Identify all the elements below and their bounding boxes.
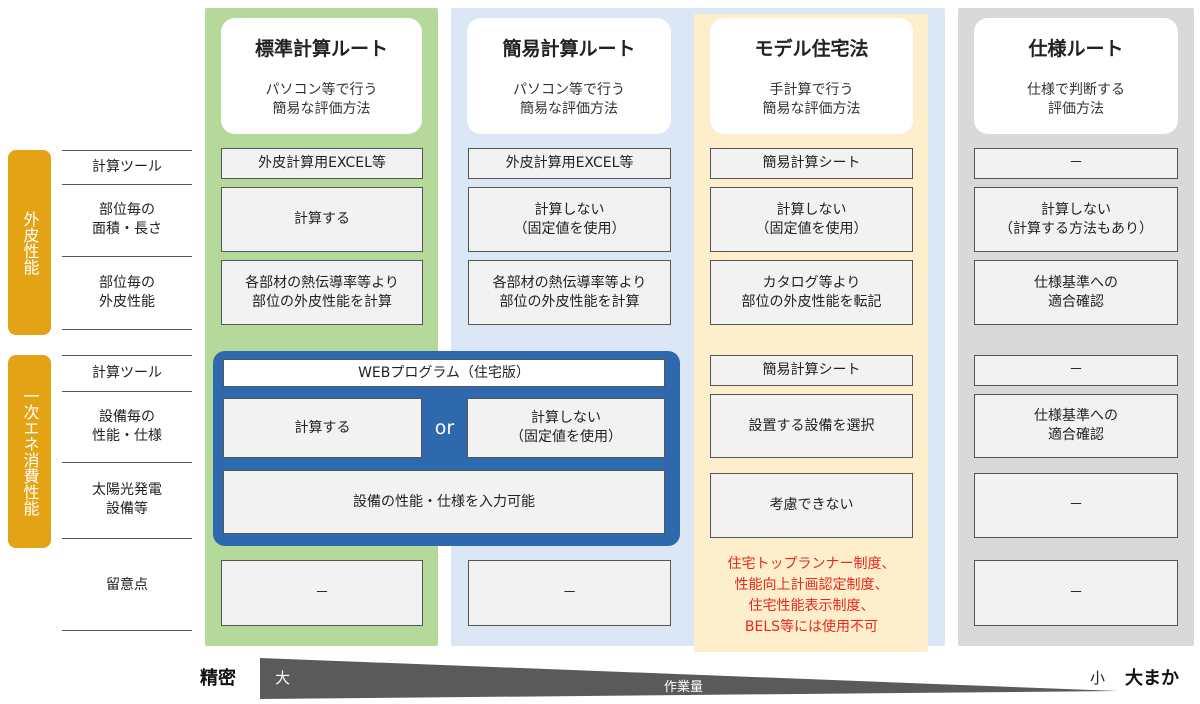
row-divider	[62, 538, 192, 539]
row-label-notes: 留意点	[106, 576, 148, 593]
cell-spec-area: 計算しない （計算する方法もあり）	[974, 187, 1178, 252]
column-title: 簡易計算ルート	[502, 38, 636, 60]
model-usage-warning: 住宅トップランナー制度、 性能向上計画認定制度、 住宅性能表示制度、 BELS等…	[727, 556, 896, 635]
cell-standard-perf: 各部材の熱伝導率等より 部位の外皮性能を計算	[221, 260, 423, 325]
column-header-simple: 簡易計算ルート パソコン等で行う 簡易な評価方法	[467, 18, 671, 134]
cell-simple-notes: －	[468, 560, 671, 626]
cell-standard-tool: 外皮計算用EXCEL等	[221, 148, 423, 179]
small-label: 小	[1090, 669, 1106, 687]
cell-spec-solar: －	[974, 473, 1178, 538]
row-divider	[62, 391, 192, 392]
row-label-envelope-perf: 部位毎の 外皮性能	[99, 274, 155, 310]
sidebar-envelope-performance: 外皮性能	[8, 150, 51, 335]
column-description: パソコン等で行う 簡易な評価方法	[265, 82, 378, 117]
cell-model-area: 計算しない （固定値を使用）	[710, 187, 913, 252]
column-title: モデル住宅法	[754, 38, 869, 60]
row-divider	[62, 184, 192, 185]
column-title: 標準計算ルート	[254, 38, 388, 60]
column-description: 手計算で行う 簡易な評価方法	[762, 82, 861, 117]
row-divider	[62, 329, 192, 330]
row-divider	[62, 150, 192, 151]
column-header-spec: 仕様ルート 仕様で判断する 評価方法	[974, 18, 1178, 134]
or-label: or	[434, 417, 455, 439]
row-divider	[62, 462, 192, 463]
column-description: 仕様で判断する 評価方法	[1027, 82, 1125, 117]
column-header-model: モデル住宅法 手計算で行う 簡易な評価方法	[710, 18, 913, 134]
row-label-energy-tool: 計算ツール	[92, 364, 162, 381]
column-description: パソコン等で行う 簡易な評価方法	[513, 82, 625, 117]
workload-wedge-shape	[260, 658, 1118, 699]
cell-spec-tool: －	[974, 148, 1178, 179]
large-label: 大	[275, 669, 291, 687]
cell-simple-area: 計算しない （固定値を使用）	[468, 187, 671, 252]
cell-standard-notes: －	[221, 560, 423, 626]
row-label-area-length: 部位毎の 面積・長さ	[92, 202, 162, 237]
row-divider	[62, 630, 192, 631]
row-divider	[62, 355, 192, 356]
sidebar-primary-energy: 一次エネ消費性能	[8, 355, 51, 548]
cell-model-solar: 考慮できない	[710, 473, 913, 538]
web-program-label: WEBプログラム（住宅版）	[223, 359, 665, 387]
cell-model-energy-tool: 簡易計算シート	[710, 355, 913, 386]
workload-label: 作業量	[664, 680, 704, 695]
cell-simple-tool: 外皮計算用EXCEL等	[468, 148, 671, 179]
row-label-solar: 太陽光発電 設備等	[92, 482, 162, 517]
row-label-equipment: 設備毎の 性能・仕様	[92, 408, 162, 444]
cell-spec-perf: 仕様基準への 適合確認	[974, 260, 1178, 325]
sidebar-label: 一次エネ消費性能	[20, 387, 40, 516]
web-calc-cell: 計算する	[223, 398, 422, 458]
precise-label: 精密	[200, 668, 236, 689]
column-title: 仕様ルート	[1028, 38, 1124, 60]
web-nocalc-cell: 計算しない （固定値を使用）	[467, 398, 665, 458]
cell-model-perf: カタログ等より 部位の外皮性能を転記	[710, 260, 913, 325]
cell-simple-perf: 各部材の熱伝導率等より 部位の外皮性能を計算	[468, 260, 671, 325]
cell-spec-notes: －	[974, 560, 1178, 626]
row-label-envelope-tool: 計算ツール	[92, 158, 162, 175]
sidebar-label: 外皮性能	[20, 210, 40, 275]
cell-spec-energy-tool: －	[974, 355, 1178, 386]
rough-label: 大まか	[1125, 668, 1179, 689]
cell-model-equipment: 設置する設備を選択	[710, 394, 913, 458]
row-divider	[62, 256, 192, 257]
web-input-cell: 設備の性能・仕様を入力可能	[223, 470, 665, 534]
cell-model-tool: 簡易計算シート	[710, 148, 913, 179]
cell-standard-area: 計算する	[221, 187, 423, 252]
column-header-standard: 標準計算ルート パソコン等で行う 簡易な評価方法	[221, 18, 422, 134]
cell-spec-equipment: 仕様基準への 適合確認	[974, 394, 1178, 458]
